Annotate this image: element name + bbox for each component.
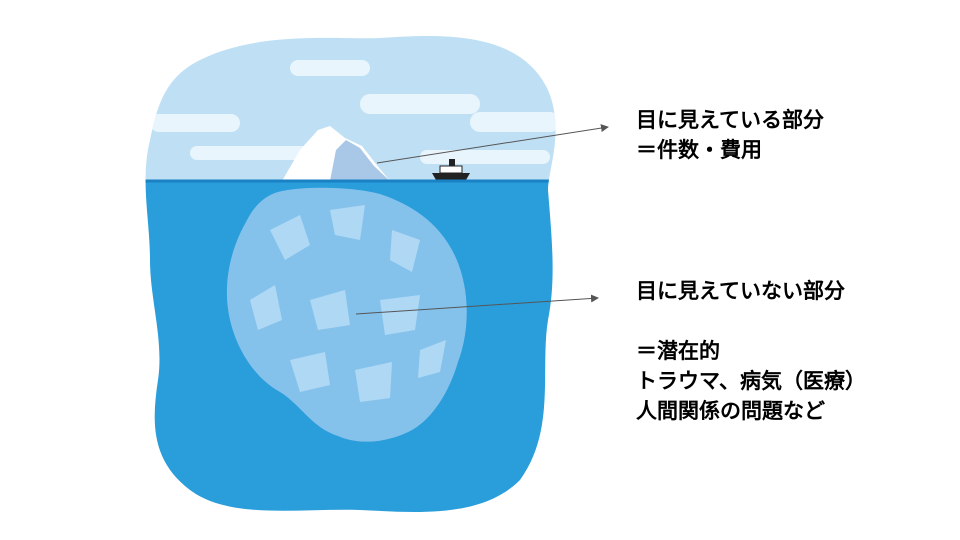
cloud [420, 150, 550, 164]
below-water-detail-1: ＝潜在的 [636, 339, 720, 363]
pointer-line-above [376, 124, 609, 164]
below-water-detail-2: トラウマ、病気（医療） [636, 369, 866, 393]
ship [432, 159, 470, 180]
iceberg-tip-shadow [330, 140, 390, 181]
cloud [470, 112, 556, 132]
iceberg-underwater-facets [250, 205, 446, 402]
spacer [636, 306, 866, 336]
cloud [190, 146, 310, 160]
above-water-heading: 目に見えている部分 [636, 108, 824, 132]
above-water-detail: ＝件数・費用 [636, 138, 762, 162]
below-water-detail-3: 人間関係の問題など [636, 399, 825, 423]
below-water-label: 目に見えていない部分 ＝潜在的 トラウマ、病気（医療） 人間関係の問題など [636, 276, 866, 426]
pointer-line-below [355, 294, 599, 315]
cloud [290, 60, 370, 76]
cloud [150, 114, 240, 132]
cloud [360, 94, 480, 114]
iceberg-illustration [145, 36, 556, 512]
above-water-label: 目に見えている部分 ＝件数・費用 [636, 105, 824, 165]
below-water-heading: 目に見えていない部分 [636, 279, 845, 303]
